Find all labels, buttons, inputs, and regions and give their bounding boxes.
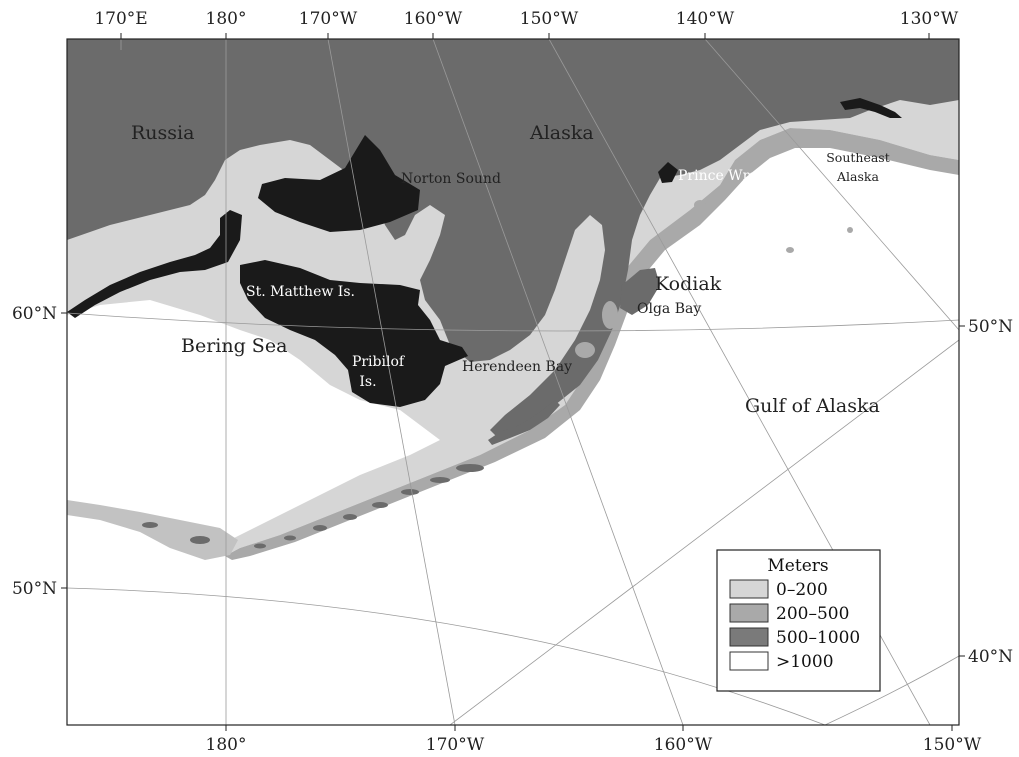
label-olga-bay: Olga Bay: [637, 301, 701, 317]
legend: Meters 0–200 200–500 500–1000 >1000: [716, 549, 881, 692]
axis-label-top: 180°: [206, 9, 247, 29]
legend-label: 0–200: [776, 580, 828, 600]
axis-label-left: 50°N: [12, 579, 57, 599]
gulf-seamounts: [575, 200, 853, 358]
landmass: [67, 39, 959, 440]
alaska-peninsula: [488, 400, 560, 445]
axis-label-right: 50°N: [968, 317, 1013, 337]
axis-label-bottom: 150°W: [923, 735, 982, 755]
legend-label: 500–1000: [776, 628, 860, 648]
label-st-matthew: St. Matthew Is.: [246, 284, 355, 300]
western-coast-area: [67, 210, 242, 318]
map-frame: [66, 38, 960, 726]
label-southeast-alaska: Alaska: [836, 169, 879, 184]
axis-label-top: 170°E: [94, 9, 147, 29]
aleutian-west-shelf: [67, 500, 238, 560]
norton-sound-area: [258, 135, 420, 232]
axis-label-bottom: 160°W: [654, 735, 713, 755]
kodiak-island: [620, 268, 660, 315]
label-herendeen-bay: Herendeen Bay: [462, 359, 572, 375]
legend-label: >1000: [776, 652, 834, 672]
label-kodiak: Kodiak: [655, 273, 722, 295]
southeast-alaska-patch: [840, 98, 902, 118]
legend-swatch: [729, 627, 769, 647]
axis-label-top: 170°W: [299, 9, 358, 29]
legend-swatch: [729, 651, 769, 671]
label-norton-sound: Norton Sound: [401, 171, 501, 187]
legend-label: 200–500: [776, 604, 849, 624]
label-gulf-of-alaska: Gulf of Alaska: [745, 395, 880, 417]
label-russia: Russia: [131, 122, 194, 144]
label-prince-wm-sound: Prince Wm Sound: [678, 168, 805, 184]
label-bering-sea: Bering Sea: [181, 335, 287, 357]
legend-swatch: [729, 579, 769, 599]
axis-label-top: 130°W: [900, 9, 959, 29]
label-alaska: Alaska: [529, 122, 594, 144]
axis-label-left: 60°N: [12, 304, 57, 324]
tick-marks: [61, 33, 965, 731]
aleutian-islands: [142, 464, 484, 549]
axis-label-top: 150°W: [520, 9, 579, 29]
axis-label-top: 140°W: [676, 9, 735, 29]
label-southeast-alaska: Southeast: [826, 150, 890, 165]
axis-label-right: 40°N: [968, 647, 1013, 667]
axis-label-top: 160°W: [404, 9, 463, 29]
label-pribilof: Pribilof: [352, 354, 406, 370]
central-bering-area: [240, 260, 468, 407]
prince-wm-sound-patch: [658, 162, 678, 183]
axis-label-bottom: 180°: [206, 735, 247, 755]
label-pribilof: Is.: [359, 374, 376, 390]
axis-label-bottom: 170°W: [426, 735, 485, 755]
legend-title: Meters: [767, 556, 828, 576]
legend-swatch: [729, 603, 769, 623]
